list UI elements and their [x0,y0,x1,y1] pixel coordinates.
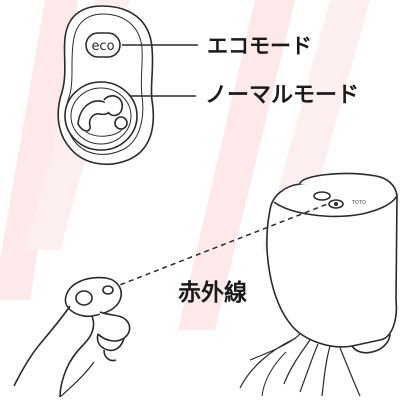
svg-text:TOTO: TOTO [351,200,366,206]
normal-mode-label: ノーマルモード [205,83,360,108]
remote-control-enlarged: eco [57,5,155,166]
leader-lines [122,44,198,97]
hand-with-remote [13,276,131,398]
infrared-beam [111,202,331,289]
infrared-label: 赤外線 [178,280,247,306]
eco-mode-label: エコモード [207,34,312,58]
normal-mode-button [64,81,138,151]
eco-button: eco [85,32,121,58]
eco-button-text: eco [91,39,114,54]
toilet-tank-receiver: TOTO [239,172,398,397]
